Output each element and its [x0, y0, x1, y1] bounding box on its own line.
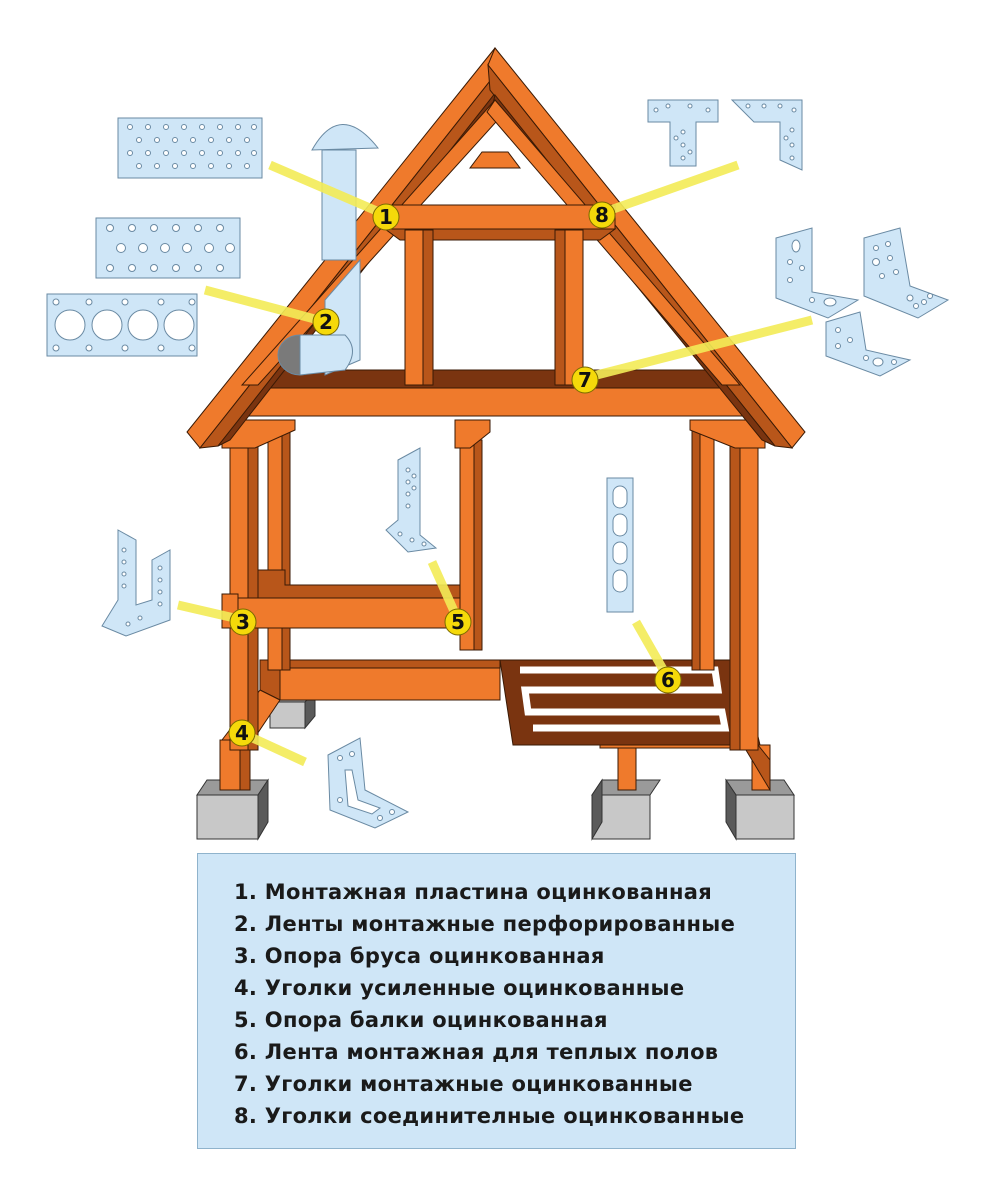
- marker-7: 7: [571, 366, 599, 394]
- legend-list: 1. Монтажная пластина оцинкованная 2. Ле…: [234, 876, 744, 1132]
- marker-5: 5: [444, 608, 472, 636]
- angle-bracket-icon: [825, 311, 912, 377]
- reinforced-angle-icon: [327, 737, 410, 829]
- angle-bracket-icon: [775, 227, 860, 319]
- perforated-plate-icon: [95, 217, 241, 279]
- attic-floor: [233, 368, 762, 417]
- marker-2: 2: [312, 308, 340, 336]
- svg-text:3: 3: [236, 610, 250, 634]
- legend-item: 8. Уголки соединителные оцинкованные: [234, 1104, 745, 1128]
- svg-text:5: 5: [451, 610, 465, 634]
- svg-text:7: 7: [578, 368, 592, 392]
- marker-3: 3: [229, 608, 257, 636]
- svg-text:2: 2: [319, 310, 333, 334]
- angle-bracket-icon: [863, 227, 950, 319]
- foundation-block: [725, 778, 795, 841]
- marker-1: 1: [372, 203, 400, 231]
- foundation-block: [591, 778, 661, 841]
- floor-frame: [219, 659, 771, 792]
- pointer-lines: [176, 160, 814, 767]
- mid-beam: [221, 569, 461, 629]
- joist-hanger-icon: [101, 529, 171, 637]
- t-connector-icon: [647, 99, 719, 167]
- marker-8: 8: [588, 201, 616, 229]
- legend-box: 1. Монтажная пластина оцинкованная 2. Ле…: [197, 853, 796, 1149]
- svg-text:6: 6: [661, 668, 675, 692]
- svg-text:8: 8: [595, 203, 609, 227]
- perforated-strip-icon: [46, 293, 198, 357]
- legend-item: 5. Опора балки оцинкованная: [234, 1008, 608, 1032]
- marker-4: 4: [228, 719, 256, 747]
- legend-item: 3. Опора бруса оцинкованная: [234, 944, 605, 968]
- metal-parts: [46, 99, 950, 829]
- legend-item: 2. Ленты монтажные перфорированные: [234, 912, 736, 936]
- l-connector-icon: [730, 99, 803, 171]
- svg-text:4: 4: [235, 721, 249, 745]
- legend-item: 6. Лента монтажная для теплых полов: [234, 1040, 719, 1064]
- legend-item: 7. Уголки монтажные оцинкованные: [234, 1072, 693, 1096]
- perforated-plate-icon: [117, 117, 263, 179]
- svg-text:1: 1: [379, 205, 393, 229]
- legend-item: 4. Уголки усиленные оцинкованные: [234, 976, 685, 1000]
- number-markers: 1 2 3 4 5 6 7 8: [228, 201, 682, 747]
- mounting-tape-icon: [606, 477, 634, 613]
- beam-support-icon: [385, 447, 438, 553]
- chimney-duct: [277, 124, 380, 376]
- warm-floor-tape: [520, 666, 730, 732]
- legend-item: 1. Монтажная пластина оцинкованная: [234, 880, 713, 904]
- marker-6: 6: [654, 666, 682, 694]
